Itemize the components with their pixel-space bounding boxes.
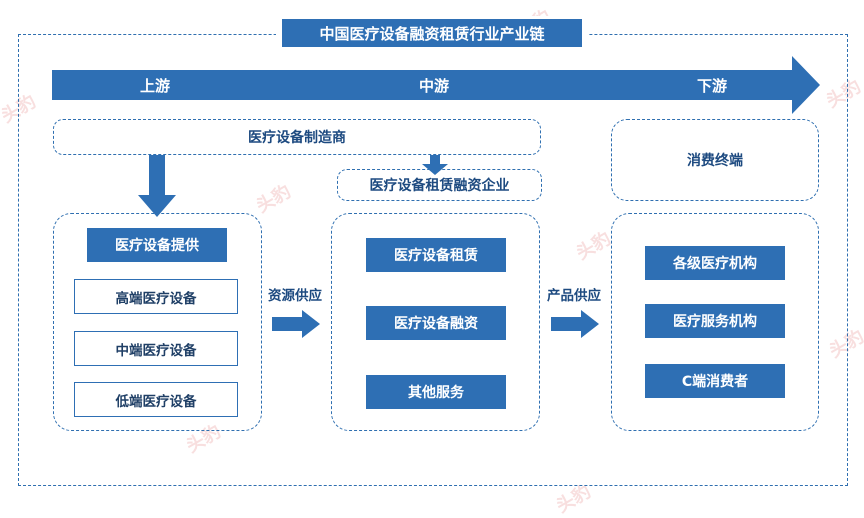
manufacturer-box: 医疗设备制造商: [53, 119, 541, 155]
resource-supply-label: 资源供应: [268, 288, 322, 304]
stage-upstream: 上游: [139, 76, 170, 95]
down-arrow-icon: [422, 155, 448, 175]
downstream-item: 医疗服务机构: [645, 304, 785, 338]
page-title: 中国医疗设备融资租赁行业产业链: [282, 19, 582, 47]
consumer-terminal-box: 消费终端: [611, 119, 819, 201]
stage-arrow: [52, 56, 820, 114]
down-arrow-icon: [138, 155, 176, 217]
stage-downstream: 下游: [696, 76, 727, 95]
downstream-group: [611, 213, 819, 431]
right-arrow-icon: [272, 310, 320, 338]
midstream-item: 其他服务: [366, 375, 506, 409]
upstream-header: 医疗设备提供: [87, 228, 227, 262]
downstream-item: 各级医疗机构: [645, 246, 785, 280]
right-arrow-icon: [551, 310, 599, 338]
title-wrap: 中国医疗设备融资租赁行业产业链: [276, 16, 588, 50]
product-supply-label: 产品供应: [547, 288, 601, 304]
midstream-item: 医疗设备租赁: [366, 238, 506, 272]
midstream-item: 医疗设备融资: [366, 306, 506, 340]
downstream-item: C端消费者: [645, 364, 785, 398]
upstream-item: 中端医疗设备: [74, 331, 238, 366]
stage-midstream: 中游: [418, 76, 449, 95]
midstream-group: [331, 213, 540, 431]
upstream-item: 低端医疗设备: [74, 382, 238, 417]
upstream-item: 高端医疗设备: [74, 279, 238, 314]
upstream-group: [53, 213, 262, 431]
